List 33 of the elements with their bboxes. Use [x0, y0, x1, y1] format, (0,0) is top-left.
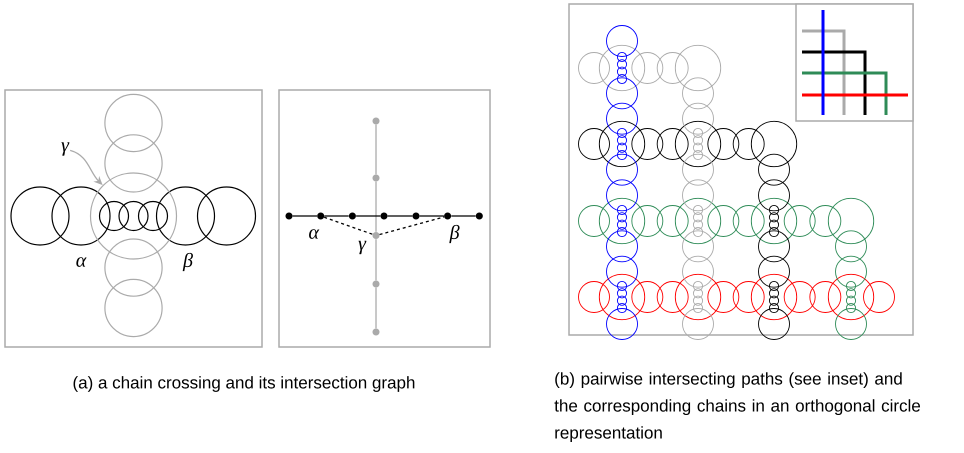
vertex-label: γ — [358, 240, 366, 254]
vertex-label: α — [309, 229, 320, 239]
graph-edge — [292, 215, 317, 217]
graph-vertex — [317, 212, 324, 220]
caption: (b) pairwise intersecting paths (see inset) and the corresponding chains in an orthogonal circle representation — [554, 372, 920, 442]
graph-edge — [420, 215, 444, 217]
greek-label: γ — [61, 142, 70, 156]
graph-vertex — [372, 280, 380, 288]
graph-edge — [356, 215, 380, 217]
graph-vertex — [372, 232, 380, 239]
graph-vertex — [372, 118, 380, 124]
graph-vertex — [348, 212, 356, 220]
graph-vertex — [476, 212, 483, 220]
graph-edge — [451, 215, 476, 217]
graph-edge — [375, 124, 377, 174]
graph-vertex — [372, 174, 380, 182]
graph-vertex — [286, 212, 292, 220]
graph-edge — [388, 215, 412, 217]
graph-edge — [324, 216, 373, 235]
greek-label: β — [182, 252, 193, 272]
caption: (a) a chain crossing and its intersection graph — [74, 376, 414, 392]
vertex-label: β — [449, 224, 460, 244]
graph-vertex — [380, 212, 388, 220]
graph-edge — [375, 182, 377, 232]
chain-circle — [90, 172, 178, 260]
greek-label: α — [76, 257, 87, 267]
graph-vertex — [412, 212, 420, 220]
graph-edge — [375, 288, 377, 328]
graph-edge — [324, 215, 349, 217]
graph-vertex — [372, 328, 380, 336]
graph-edge — [375, 239, 377, 280]
graph-vertex — [444, 212, 452, 220]
graph-edge — [379, 216, 444, 236]
